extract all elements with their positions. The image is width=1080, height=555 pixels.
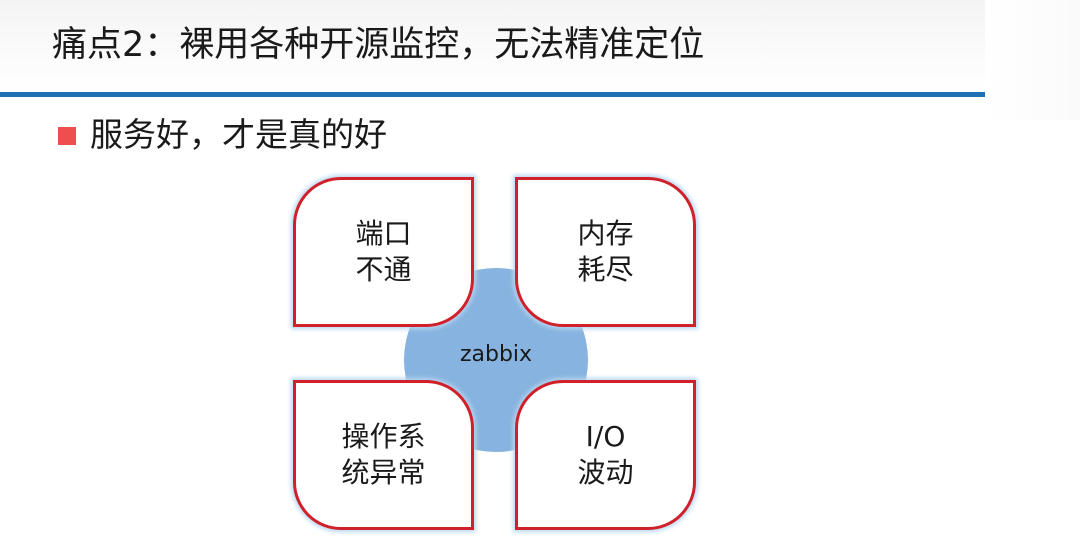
bullet-text: 服务好，才是真的好	[90, 115, 387, 154]
quadrant-text: 操作系 统异常	[296, 383, 471, 527]
quadrant-line-2: 耗尽	[577, 253, 634, 286]
quadrant-line-2: 统异常	[341, 456, 426, 489]
quadrant-text: 内存 耗尽	[518, 180, 693, 324]
quadrant-line-1: 操作系	[341, 419, 426, 453]
quadrant-line-1: I/O	[585, 419, 626, 453]
quadrant-text: I/O 波动	[518, 383, 693, 527]
title-divider	[0, 92, 985, 97]
title-band	[0, 0, 985, 92]
quadrant-os-anomaly: 操作系 统异常	[293, 380, 474, 530]
quadrant-line-1: 端口	[355, 216, 412, 250]
decorative-fade	[985, 0, 1080, 120]
quadrant-io-fluctuation: I/O 波动	[515, 380, 696, 530]
quadrant-line-2: 波动	[577, 456, 634, 489]
quadrant-line-1: 内存	[577, 216, 634, 250]
quadrant-port-unreachable: 端口 不通	[293, 177, 474, 327]
bullet-square-icon	[58, 127, 76, 145]
quadrant-text: 端口 不通	[296, 180, 471, 324]
zabbix-label: zabbix	[459, 342, 533, 367]
quadrant-line-2: 不通	[355, 253, 412, 286]
quadrant-memory-exhausted: 内存 耗尽	[515, 177, 696, 327]
page-title: 痛点2：裸用各种开源监控，无法精准定位	[52, 25, 705, 65]
